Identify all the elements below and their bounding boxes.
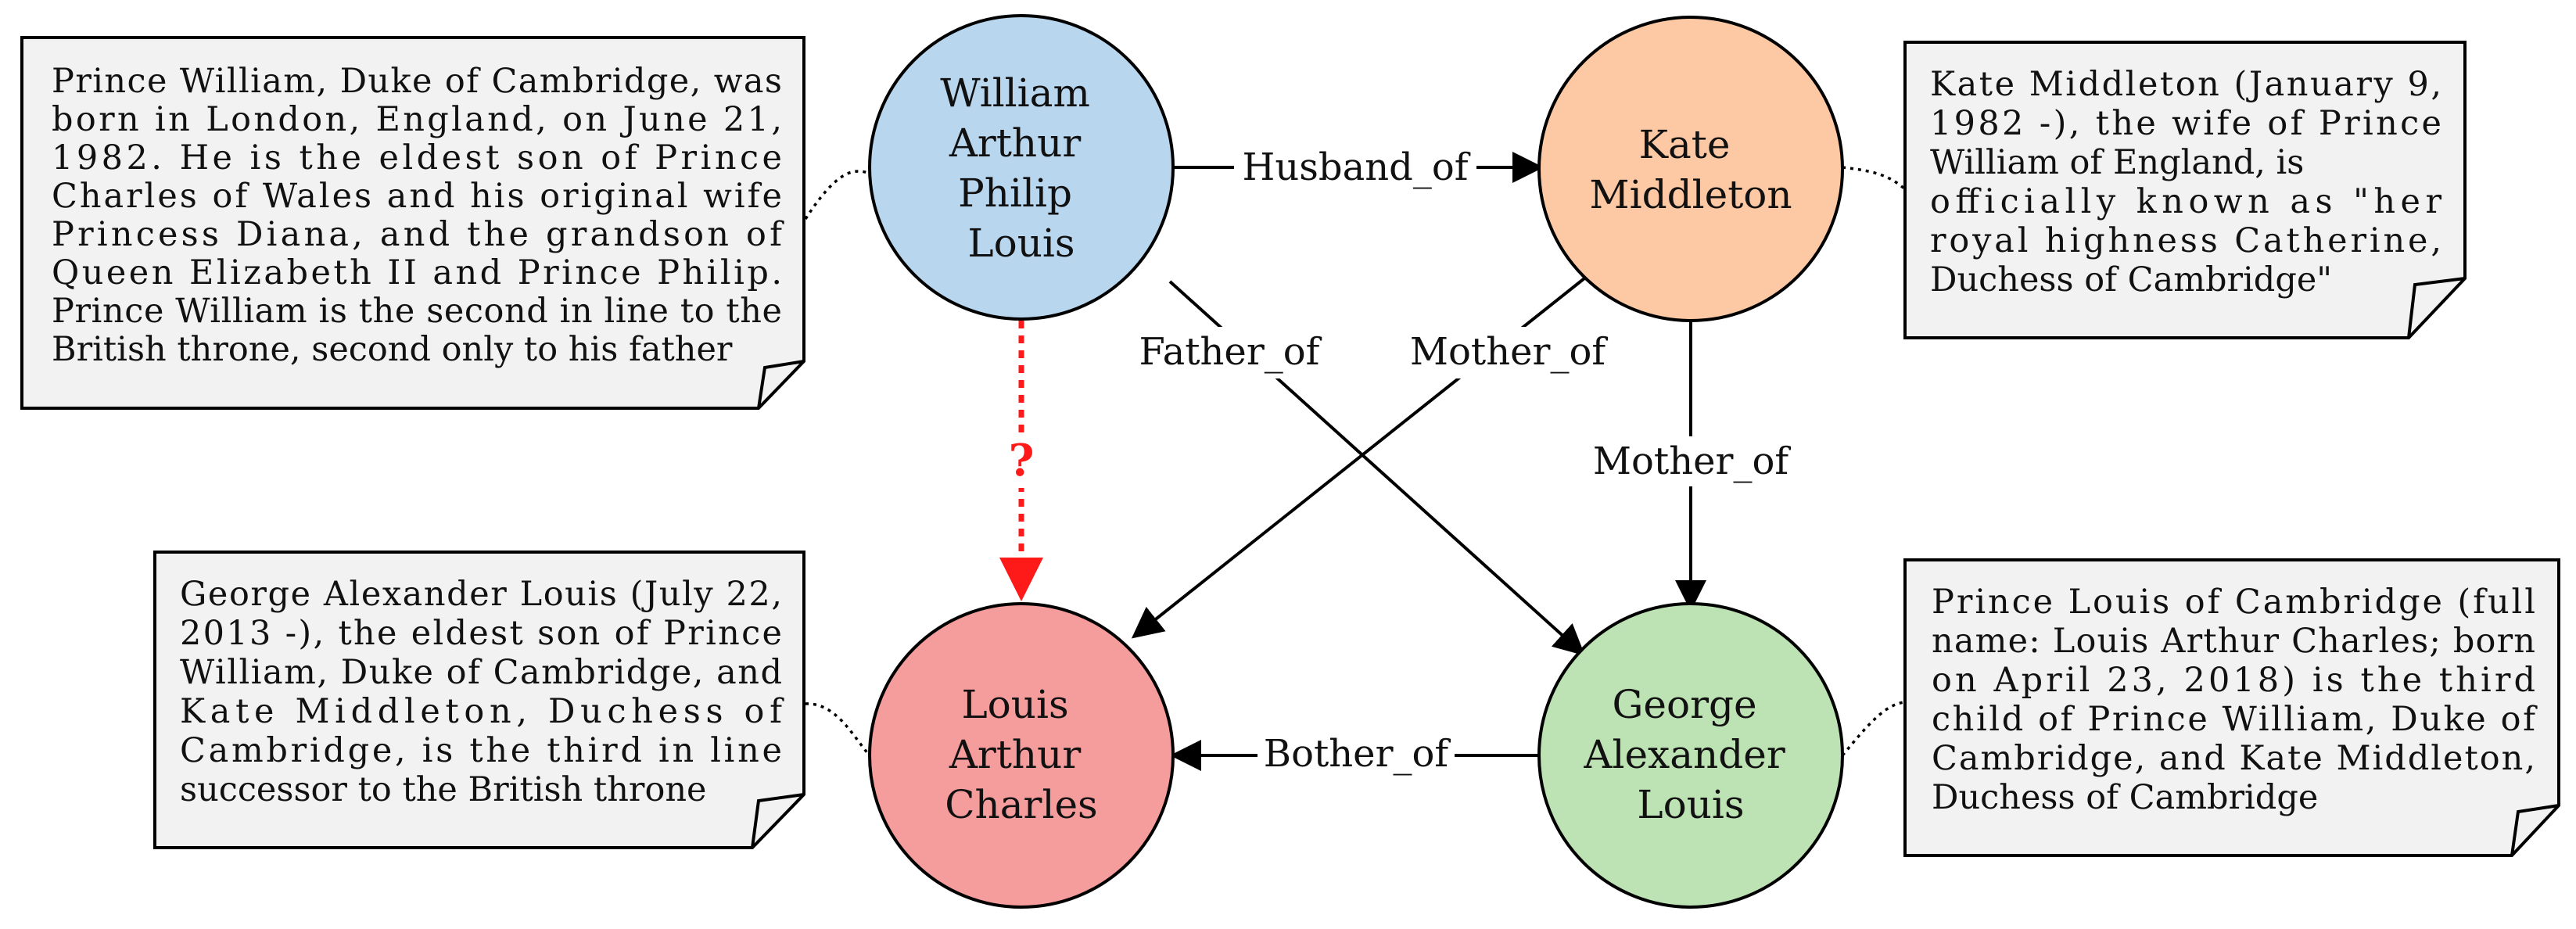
note-george-line: successor to the British throne (180, 770, 706, 809)
note-kate-connector (1842, 166, 1907, 191)
edge-father-of-label: Father_of (1139, 330, 1322, 374)
note-kate-line: 1982 -), the wife of Prince (1930, 104, 2441, 143)
node-george-line-3: Louis (1637, 782, 1744, 827)
note-william-line: born in London, England, on June 21, (52, 100, 782, 139)
edge-husband-of-label: Husband_of (1242, 145, 1470, 189)
note-louis-connector (1841, 701, 1906, 757)
node-kate-circle (1537, 16, 1844, 322)
note-kate-line: Kate Middleton (January 9, (1930, 65, 2441, 104)
node-william-line-3: Philip (958, 170, 1072, 216)
note-louis-line: on April 23, 2018) is the third (1932, 661, 2535, 700)
node-william-line-4: Louis (967, 221, 1075, 266)
note-george-line: George Alexander Louis (July 22, (180, 575, 782, 614)
edge-brother-of-label: Bother_of (1264, 732, 1451, 776)
edge-brother-of-label-bg (1258, 732, 1455, 780)
note-william-line: British throne, second only to his fathe… (52, 330, 733, 369)
node-louis-line-3: Charles (945, 782, 1097, 827)
note-louis-line: name: Louis Arthur Charles; born (1932, 622, 2535, 661)
note-william-line: Charles of Wales and his original wife (52, 177, 782, 216)
edge-husband-of-label-bg (1234, 145, 1476, 194)
note-louis-line: child of Prince William, Duke of (1932, 700, 2538, 739)
note-william-line: Prince William, Duke of Cambridge, was (52, 62, 782, 101)
node-william-circle (868, 14, 1175, 321)
node-louis-label: Louis Arthur Charles (945, 682, 1097, 827)
edge-unknown-relation-label-bg (1003, 433, 1040, 488)
node-george-line-1: George (1612, 682, 1756, 727)
node-kate: Kate Middleton (1537, 16, 1844, 322)
note-william-box (20, 36, 805, 410)
note-william-text: Prince William, Duke of Cambridge, wasbo… (52, 62, 784, 369)
node-george: George Alexander Louis (1537, 602, 1844, 909)
edge-mother-of-george-label: Mother_of (1593, 439, 1792, 483)
note-louis-box (1903, 558, 2560, 857)
node-george-line-2: Alexander (1583, 732, 1785, 777)
note-kate-box (1903, 41, 2467, 339)
edge-mother-of-louis-label-bg (1400, 327, 1616, 378)
note-kate: Kate Middleton (January 9,1982 -), the w… (1903, 41, 2467, 339)
node-william-line-2: Arthur (949, 120, 1082, 166)
note-george-line: 2013 -), the eldest son of Prince (180, 614, 782, 653)
note-george: George Alexander Louis (July 22,2013 -),… (153, 551, 805, 849)
note-william-connector (804, 170, 870, 220)
node-george-label: George Alexander Louis (1583, 682, 1797, 827)
note-louis-line: Duchess of Cambridge (1932, 778, 2318, 817)
note-george-line: William, Duke of Cambridge, and (180, 653, 782, 692)
note-william-fold (757, 360, 805, 409)
node-louis-line-2: Arthur (949, 732, 1082, 777)
note-kate-line: royal highness Catherine, (1930, 221, 2441, 260)
note-kate-fold (2407, 277, 2466, 339)
note-george-text: George Alexander Louis (July 22,2013 -),… (180, 575, 784, 809)
note-george-connector (805, 702, 871, 757)
note-george-line: Cambridge, is the third in line (180, 731, 782, 770)
node-louis-circle (868, 602, 1175, 909)
note-louis-line: Cambridge, and Kate Middleton, (1932, 739, 2535, 778)
node-louis: Louis Arthur Charles (868, 602, 1175, 909)
note-william: Prince William, Duke of Cambridge, wasbo… (20, 36, 805, 410)
node-william: William Arthur Philip Louis (868, 14, 1175, 321)
node-george-circle (1537, 602, 1844, 909)
edge-mother-of-george-label-bg (1584, 436, 1797, 486)
node-louis-line-1: Louis (961, 682, 1068, 727)
edge-father-of-label-bg (1136, 327, 1323, 378)
note-william-line: 1982. He is the eldest son of Prince (52, 138, 782, 178)
node-william-line-1: William (940, 70, 1090, 116)
note-william-line: Princess Diana, and the grandson of (52, 215, 784, 254)
note-george-box (153, 551, 805, 849)
edge-mother-of-louis-label: Mother_of (1410, 330, 1609, 374)
note-kate-line: William of England, is (1930, 143, 2304, 182)
node-kate-line-2: Middleton (1589, 172, 1792, 217)
note-louis-fold (2510, 804, 2560, 856)
note-william-line: Prince William is the second in line to … (52, 292, 782, 331)
edge-unknown-relation-label: ? (1009, 435, 1035, 486)
note-kate-line: Duchess of Cambridge" (1930, 260, 2332, 300)
note-george-line: Kate Middleton, Duchess of (180, 692, 784, 731)
node-kate-label: Kate Middleton (1589, 122, 1792, 217)
node-william-label: William Arthur Philip Louis (940, 70, 1103, 266)
node-kate-line-1: Kate (1639, 122, 1731, 167)
note-george-fold (751, 793, 805, 848)
